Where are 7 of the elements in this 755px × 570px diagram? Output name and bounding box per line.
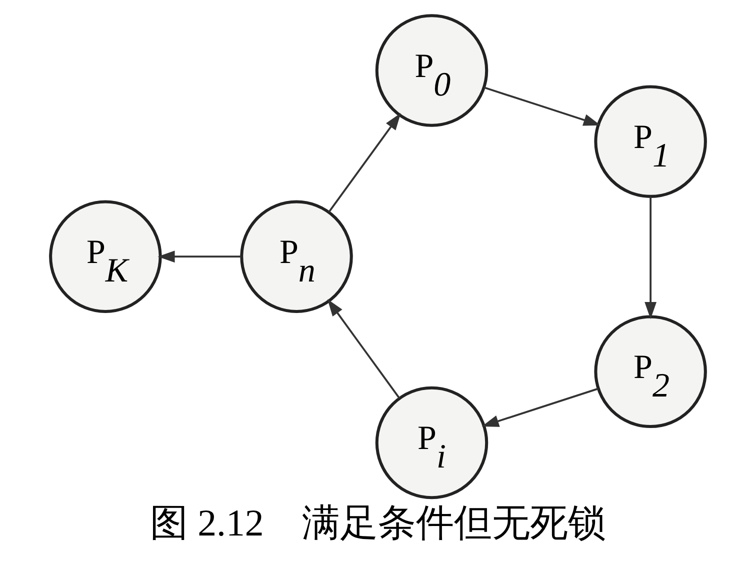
arrow (644, 196, 656, 320)
caption: 图 2.12 满足条件但无死锁 (150, 502, 606, 544)
arrow (481, 388, 598, 427)
arrow (157, 250, 241, 263)
arrow (326, 299, 400, 399)
arrow (328, 113, 400, 213)
arrow (483, 86, 600, 126)
